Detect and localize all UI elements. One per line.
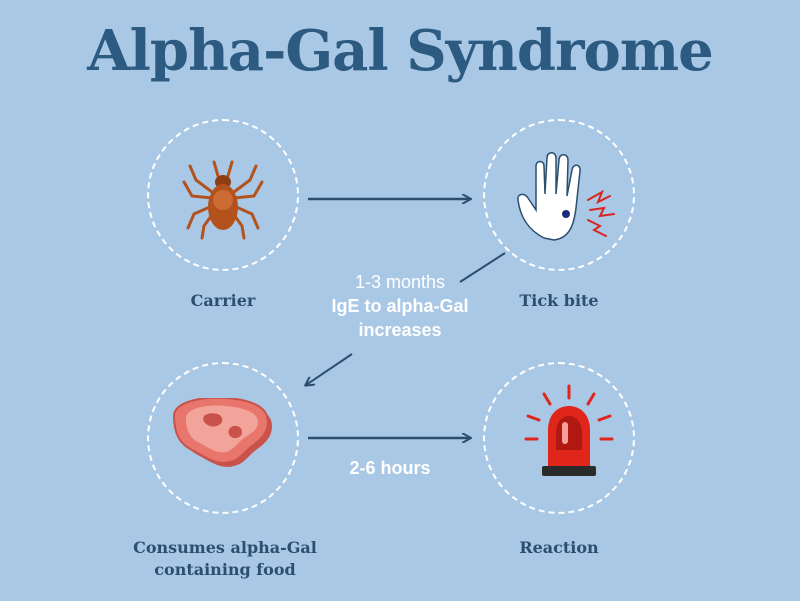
- page-title: Alpha-Gal Syndrome: [87, 18, 714, 84]
- interval-months: 1-3 months: [354, 272, 446, 292]
- bite-to-food-label: 1-3 months IgE to alpha-Gal increases: [290, 270, 510, 342]
- carrier-circle: [147, 119, 299, 271]
- carrier-label: Carrier: [190, 291, 256, 310]
- reaction-label: Reaction: [519, 538, 599, 557]
- tick-bite-label: Tick bite: [519, 291, 599, 310]
- ige-increase-line1: IgE to alpha-Gal: [331, 296, 469, 316]
- consumes-label: Consumes alpha-Gal containing food: [100, 537, 350, 581]
- consumes-circle: [147, 362, 299, 514]
- consumes-label-line2: containing food: [154, 560, 296, 579]
- meat-icon: [172, 398, 272, 467]
- tick-icon: [182, 160, 264, 240]
- consumes-label-line1: Consumes alpha-Gal: [133, 538, 317, 557]
- hand-bite-icon: [517, 152, 615, 241]
- reaction-circle: [483, 362, 635, 514]
- interval-hours: 2-6 hours: [349, 458, 431, 478]
- ige-increase-line2: increases: [358, 320, 442, 340]
- tick-bite-circle: [483, 119, 635, 271]
- arrow-bite-to-food-upper: [459, 252, 506, 283]
- arrow-bite-to-food-lower: [306, 353, 353, 385]
- food-to-reaction-label: 2-6 hours: [320, 456, 460, 480]
- alarm-siren-icon: [524, 384, 614, 476]
